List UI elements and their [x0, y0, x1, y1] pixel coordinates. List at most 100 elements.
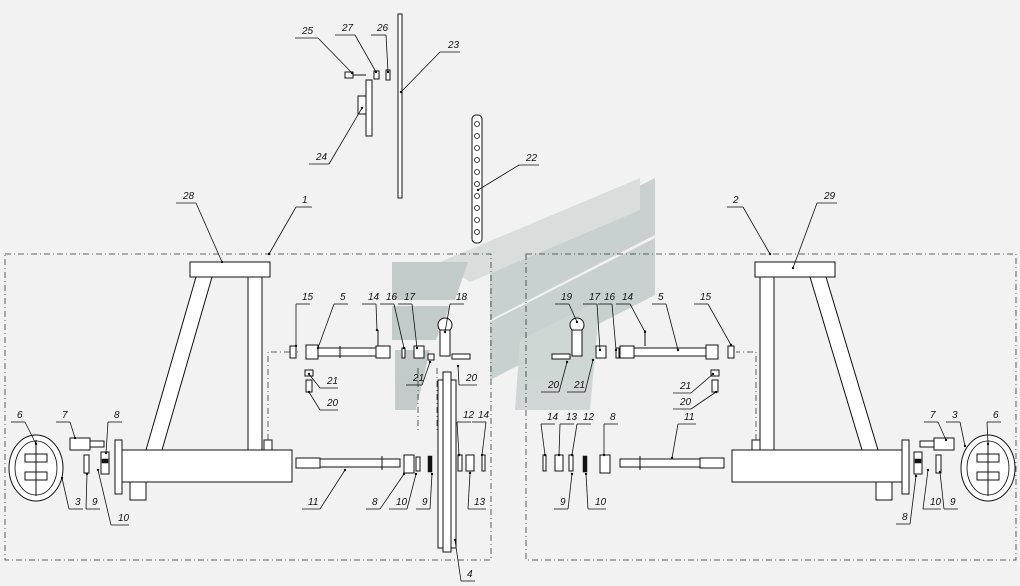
callout-c8Lb: 8 — [366, 472, 406, 510]
callout-leader — [195, 202, 223, 263]
callout-c17L: 17 — [398, 292, 419, 350]
callout-leader — [584, 359, 594, 393]
top-parts — [344, 13, 483, 244]
callout-label: 21 — [326, 376, 338, 387]
callout-c5L: 5 — [316, 292, 348, 350]
callout-leader — [690, 391, 717, 410]
callout-anchor — [584, 472, 588, 476]
callout-label: 17 — [404, 292, 416, 303]
callout-label: 4 — [467, 569, 473, 580]
callout-label: 8 — [114, 410, 120, 421]
callout-anchor — [565, 360, 569, 364]
callout-anchor — [415, 346, 419, 350]
callout-c16L: 16 — [380, 292, 406, 350]
callout-label: 8 — [902, 512, 908, 523]
callout-c20Ra: 20 — [541, 360, 569, 393]
callout-leader — [922, 469, 929, 510]
callout-label: 16 — [386, 292, 398, 303]
callout-c10Rb: 10 — [922, 468, 942, 510]
callout-c20Lb: 20 — [456, 364, 478, 386]
callout-anchor — [307, 372, 311, 376]
callout-label: 6 — [993, 410, 999, 421]
callout-anchor — [85, 472, 89, 476]
callout-anchor — [670, 456, 674, 460]
callout-c12R: 12 — [570, 412, 595, 457]
callout-c16R: 16 — [598, 292, 618, 352]
callout-c27: 27 — [335, 23, 378, 74]
callout-leader — [690, 373, 714, 394]
callout-anchor — [96, 468, 100, 472]
callout-label: 29 — [823, 191, 836, 202]
callout-c14Rb: 14 — [540, 412, 559, 457]
callout-c19R: 19 — [555, 292, 579, 324]
callout-anchor — [428, 360, 432, 364]
callout-anchor — [543, 453, 547, 457]
callout-anchor — [60, 476, 64, 480]
callout-leader — [385, 34, 389, 73]
callout-anchor — [468, 471, 472, 475]
callout-leader — [457, 365, 460, 386]
callout-c22: 22 — [476, 153, 539, 192]
callout-label: 21 — [573, 380, 585, 391]
callout-label: 22 — [525, 153, 538, 164]
callout-c21Lb: 21 — [406, 360, 432, 386]
callout-c8La: 8 — [104, 410, 122, 455]
callout-label: 21 — [412, 373, 424, 384]
callout-leader — [629, 303, 646, 333]
callout-anchor — [557, 453, 561, 457]
callout-label: 15 — [302, 292, 314, 303]
callout-c15L: 15 — [294, 292, 314, 348]
callout-label: 10 — [396, 497, 408, 508]
callout-anchor — [729, 343, 733, 347]
callout-label: 15 — [700, 292, 712, 303]
callout-anchor — [360, 106, 364, 110]
callout-label: 14 — [478, 410, 490, 421]
callout-leader — [69, 421, 76, 439]
callout-label: 12 — [463, 410, 475, 421]
callout-leader — [421, 361, 431, 386]
callout-leader — [540, 423, 546, 456]
callout-leader — [671, 423, 679, 459]
callout-anchor — [430, 472, 434, 476]
callout-label: 9 — [422, 497, 428, 508]
callout-anchor — [343, 468, 347, 472]
callout-c6L: 6 — [11, 410, 38, 446]
callout-anchor — [402, 472, 406, 476]
callout-anchor — [575, 320, 579, 324]
callout-anchor — [480, 453, 484, 457]
callout-anchor — [386, 70, 390, 74]
callout-c4: 4 — [453, 538, 475, 582]
callout-c21Rb: 21 — [673, 372, 715, 394]
callout-c10La: 10 — [96, 468, 130, 526]
callout-c26: 26 — [371, 23, 390, 74]
callout-anchor — [350, 71, 354, 75]
callout-c9Rb: 9 — [938, 470, 958, 510]
callout-c3L: 3 — [60, 476, 83, 510]
callout-anchor — [453, 538, 457, 542]
watermark-logo — [392, 178, 655, 410]
callout-leader — [792, 202, 818, 269]
callout-leader — [308, 373, 321, 389]
callout-c20La: 20 — [307, 390, 339, 411]
callout-anchor — [73, 436, 77, 440]
callout-label: 12 — [583, 412, 595, 423]
callout-c2: 2 — [727, 195, 772, 256]
callout-leader — [411, 303, 418, 349]
callout-leader — [959, 421, 966, 447]
callout-leader — [558, 423, 561, 456]
callout-label: 13 — [474, 497, 486, 508]
right-axle-assembly — [542, 261, 1016, 502]
right-assembly-frame — [525, 253, 1017, 561]
callout-label: 18 — [456, 292, 468, 303]
callout-label: 5 — [340, 292, 346, 303]
callout-anchor — [476, 188, 480, 192]
callout-anchor — [963, 444, 967, 448]
callout-label: 13 — [566, 412, 578, 423]
callout-c29: 29 — [791, 191, 837, 270]
callout-leader — [85, 473, 88, 510]
callout-anchor — [220, 260, 224, 264]
callout-c20Rb: 20 — [673, 390, 718, 410]
callout-leader — [400, 51, 441, 93]
